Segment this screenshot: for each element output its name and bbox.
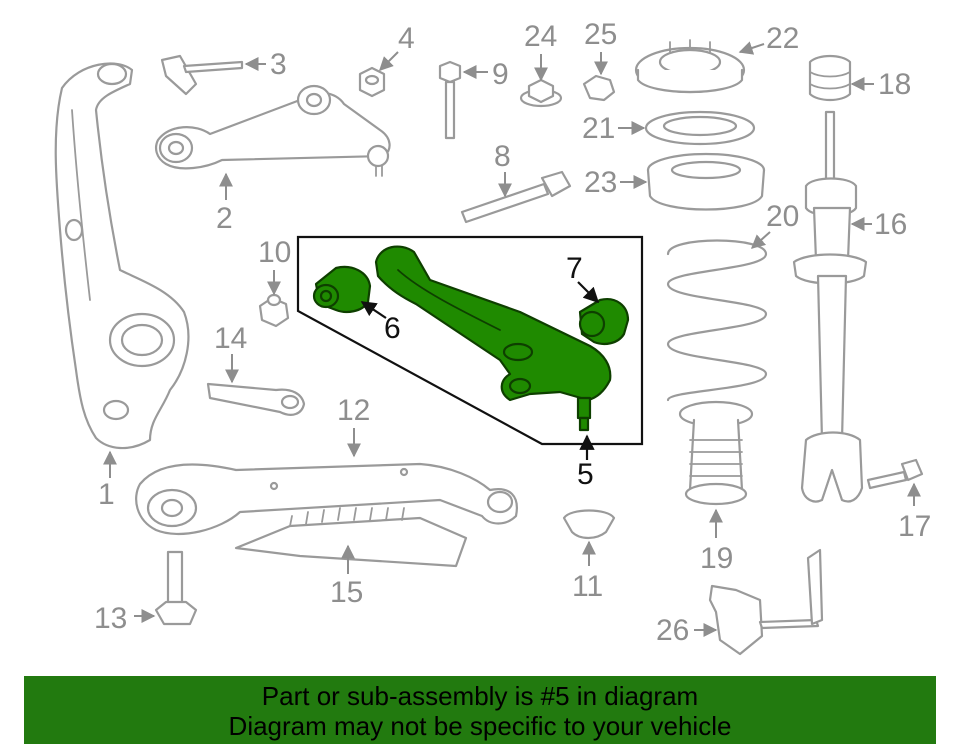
callout-16: 16 [874,208,907,241]
part-12-lower-control-arm[interactable] [135,462,518,536]
callout-9: 9 [492,58,509,91]
part-26-height-sensor[interactable] [708,548,824,656]
callout-8: 8 [494,140,511,173]
part-5-lower-control-arm[interactable] [374,245,612,432]
part-1-steering-knuckle[interactable] [54,62,190,450]
part-14-tie-rod-end[interactable] [206,382,306,416]
callout-11: 11 [572,570,603,603]
callout-17: 17 [898,510,931,543]
callout-15: 15 [330,576,363,609]
part-20-coil-spring[interactable] [666,239,768,402]
callout-labels: 1 2 3 4 5 6 7 8 9 10 11 12 13 14 15 16 1… [94,18,931,647]
suspension-parts-diagram: 1 2 3 4 5 6 7 8 9 10 11 12 13 14 15 16 1… [54,18,931,656]
callout-21: 21 [582,112,615,145]
notice-line-1: Part or sub-assembly is #5 in diagram [261,681,699,711]
part-25-nut[interactable] [582,74,616,102]
part-3-bracket[interactable] [160,54,244,96]
part-18-bump-stop[interactable] [808,54,852,102]
callout-14: 14 [214,322,247,355]
part-13-bolt[interactable] [154,550,198,626]
callout-7: 7 [566,252,583,285]
part-23-spring-insulator[interactable] [646,152,766,211]
part-17-bolt[interactable] [866,458,924,490]
notice-line-2: Diagram may not be specific to your vehi… [228,711,732,741]
callout-22: 22 [766,22,799,55]
callout-10: 10 [258,236,291,269]
part-4-nut[interactable] [358,66,386,98]
part-16-strut[interactable] [792,110,868,503]
callout-3: 3 [270,48,287,81]
part-21-spring-seat[interactable] [644,110,756,146]
part-24-nut[interactable] [519,78,563,108]
leader-lines [103,41,921,637]
part-10-nut[interactable] [258,293,290,328]
callout-23: 23 [584,166,617,199]
callout-25: 25 [584,18,617,51]
callout-1: 1 [98,478,115,511]
callout-5: 5 [577,458,594,491]
callout-13: 13 [94,602,127,635]
part-9-bolt[interactable] [438,60,462,140]
callout-12: 12 [337,394,370,427]
part-7-bushing[interactable] [578,298,630,345]
part-2-upper-control-arm[interactable] [155,84,391,177]
part-11-nut[interactable] [562,509,616,540]
callout-24: 24 [524,20,557,53]
part-22-strut-mount[interactable] [634,39,746,94]
callout-20: 20 [766,200,799,233]
callout-26: 26 [656,614,689,647]
callout-6: 6 [384,312,401,345]
callout-4: 4 [398,22,415,55]
callout-18: 18 [878,68,911,101]
part-8-long-bolt[interactable] [460,170,572,224]
callout-19: 19 [700,542,733,575]
notice-banner: Part or sub-assembly is #5 in diagram Di… [24,676,936,744]
part-19-dust-boot[interactable] [678,400,754,506]
part-15-splash-shield[interactable] [234,507,468,568]
callout-2: 2 [216,202,233,235]
